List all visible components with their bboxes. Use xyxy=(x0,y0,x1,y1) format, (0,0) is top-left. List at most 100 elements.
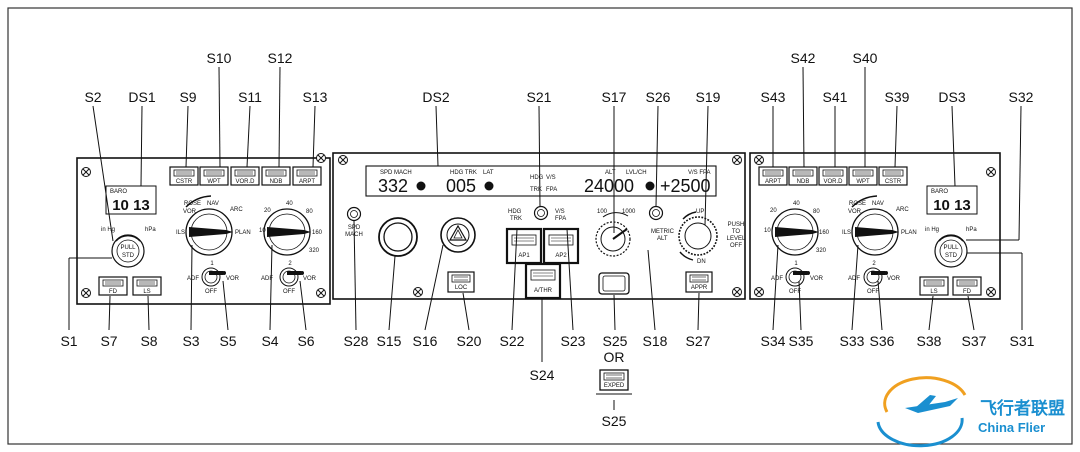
svg-text:S24: S24 xyxy=(530,367,555,383)
ls-button-left[interactable]: LS xyxy=(132,276,162,296)
svg-text:S17: S17 xyxy=(602,89,627,105)
svg-text:AP2: AP2 xyxy=(555,253,567,259)
ndb-button[interactable]: NDB xyxy=(261,166,291,186)
svg-text:ALT: ALT xyxy=(657,236,668,242)
nd-range-selector-left[interactable]: 20 40 80 10 160 320 xyxy=(259,201,323,256)
cstr-button-right[interactable]: CSTR xyxy=(878,166,908,186)
nd-range-selector-right[interactable]: 20 40 80 10 160 320 xyxy=(764,201,830,256)
adf-vor-switch-1-left[interactable]: 1 ADF VOR OFF xyxy=(187,261,240,295)
svg-text:UP: UP xyxy=(696,209,704,215)
svg-text:ROSE: ROSE xyxy=(849,201,866,207)
loc-button[interactable]: LOC xyxy=(447,271,475,293)
svg-text:ADF: ADF xyxy=(187,276,199,282)
fcu-display-ds2: SPD MACH HDG TRK LAT HDG V/S TRK FPA ALT… xyxy=(365,165,717,197)
expedite-button-blank[interactable] xyxy=(598,272,630,295)
nd-mode-selector-left[interactable]: ROSE VOR NAV ARC PLAN ILS xyxy=(176,195,251,256)
svg-text:ILS: ILS xyxy=(176,230,185,236)
svg-text:S37: S37 xyxy=(962,333,987,349)
svg-text:S43: S43 xyxy=(761,89,786,105)
svg-text:HDG TRK: HDG TRK xyxy=(450,170,477,176)
svg-text:10: 10 xyxy=(764,228,771,234)
svg-text:S40: S40 xyxy=(853,50,878,66)
svg-text:S1: S1 xyxy=(60,333,77,349)
baro-knob-left[interactable]: PULL STD in Hg hPa xyxy=(101,227,156,268)
svg-text:LVL/CH: LVL/CH xyxy=(626,170,647,176)
vord-button-right[interactable]: VOR.D xyxy=(818,166,848,186)
arpt-button[interactable]: ARPT xyxy=(292,166,322,186)
svg-text:HDG: HDG xyxy=(530,175,544,181)
ndb-button-right[interactable]: NDB xyxy=(788,166,818,186)
svg-text:LS: LS xyxy=(930,289,937,295)
vs-value: +2500 xyxy=(660,176,711,196)
svg-text:DS1: DS1 xyxy=(128,89,155,105)
svg-text:EXPED: EXPED xyxy=(604,383,625,389)
metric-alt-button[interactable]: METRIC ALT xyxy=(648,205,675,243)
svg-text:S28: S28 xyxy=(344,333,369,349)
athr-button[interactable]: A/THR xyxy=(524,262,562,300)
svg-text:CSTR: CSTR xyxy=(885,179,902,185)
arpt-button-right[interactable]: ARPT xyxy=(758,166,788,186)
svg-text:80: 80 xyxy=(813,209,820,215)
svg-text:160: 160 xyxy=(819,230,830,236)
svg-text:ARC: ARC xyxy=(230,207,243,213)
svg-text:S42: S42 xyxy=(791,50,816,66)
ap1-button[interactable]: AP1 xyxy=(505,227,543,265)
svg-text:S34: S34 xyxy=(761,333,786,349)
svg-text:V/S: V/S xyxy=(555,209,565,215)
svg-text:PLAN: PLAN xyxy=(901,230,917,236)
fd-button-left[interactable]: FD xyxy=(98,276,128,296)
svg-text:WPT: WPT xyxy=(207,179,221,185)
altitude-knob[interactable]: 100 1000 xyxy=(595,209,636,257)
alt-value: 24000 xyxy=(584,176,634,196)
cstr-button[interactable]: CSTR xyxy=(169,166,199,186)
vertical-speed-knob[interactable]: UP DN PUSH TO LEVEL OFF xyxy=(678,209,746,265)
leader-lines xyxy=(68,66,1023,410)
svg-text:OFF: OFF xyxy=(283,289,295,295)
svg-text:40: 40 xyxy=(793,201,800,207)
wpt-button-right[interactable]: WPT xyxy=(848,166,878,186)
adf-vor-switch-2-right[interactable]: 2 ADF VOR OFF xyxy=(848,261,901,295)
svg-text:LAT: LAT xyxy=(483,170,494,176)
hdg-trk-vs-fpa-button[interactable]: HDG TRK V/S FPA xyxy=(508,205,566,223)
ls-button-right[interactable]: LS xyxy=(919,276,949,296)
svg-text:S21: S21 xyxy=(527,89,552,105)
svg-text:10: 10 xyxy=(259,228,266,234)
svg-text:BARO: BARO xyxy=(931,189,948,195)
adf-vor-switch-2-left[interactable]: 2 ADF VOR OFF xyxy=(261,261,317,295)
svg-text:S15: S15 xyxy=(377,333,402,349)
efis-pushbutton-row-left: CSTR WPT VOR.D NDB ARPT xyxy=(169,166,322,186)
svg-text:VOR.D: VOR.D xyxy=(235,179,255,185)
svg-text:STD: STD xyxy=(122,253,135,259)
svg-text:S9: S9 xyxy=(179,89,196,105)
efis-pushbutton-row-right: ARPT NDB VOR.D WPT CSTR xyxy=(758,166,908,186)
nd-mode-selector-right[interactable]: ROSE VOR NAV ARC PLAN ILS xyxy=(842,195,917,256)
svg-text:2: 2 xyxy=(872,261,876,267)
ap2-button[interactable]: AP2 xyxy=(542,227,580,265)
adf-vor-switch-1-right[interactable]: 1 ADF VOR OFF xyxy=(771,261,824,295)
wpt-button[interactable]: WPT xyxy=(199,166,229,186)
svg-text:FPA: FPA xyxy=(555,216,566,222)
svg-text:40: 40 xyxy=(286,201,293,207)
expedite-button[interactable]: EXPED xyxy=(599,369,629,391)
svg-text:PULL: PULL xyxy=(120,245,136,251)
appr-button[interactable]: APPR xyxy=(685,271,713,293)
svg-text:S12: S12 xyxy=(268,50,293,66)
svg-text:160: 160 xyxy=(312,230,323,236)
svg-text:DN: DN xyxy=(697,259,706,265)
svg-text:S16: S16 xyxy=(413,333,438,349)
fd-button-right[interactable]: FD xyxy=(952,276,982,296)
svg-text:S18: S18 xyxy=(643,333,668,349)
heading-knob[interactable] xyxy=(440,217,476,253)
svg-text:NDB: NDB xyxy=(270,179,283,185)
svg-text:CSTR: CSTR xyxy=(176,179,193,185)
fcu-panel: SPD MACH HDG TRK LAT HDG V/S TRK FPA ALT… xyxy=(332,152,746,300)
baro-knob-right[interactable]: PULL STD in Hg hPa xyxy=(925,227,977,268)
svg-text:SPD MACH: SPD MACH xyxy=(380,170,412,176)
svg-text:NAV: NAV xyxy=(207,201,219,207)
svg-text:LEVEL: LEVEL xyxy=(727,236,746,242)
vord-button[interactable]: VOR.D xyxy=(230,166,260,186)
hdg-value: 005 xyxy=(446,176,476,196)
speed-knob[interactable] xyxy=(378,217,418,257)
svg-text:PUSH: PUSH xyxy=(728,222,745,228)
baro-display-ds1: BARO 10 13 xyxy=(105,185,157,215)
